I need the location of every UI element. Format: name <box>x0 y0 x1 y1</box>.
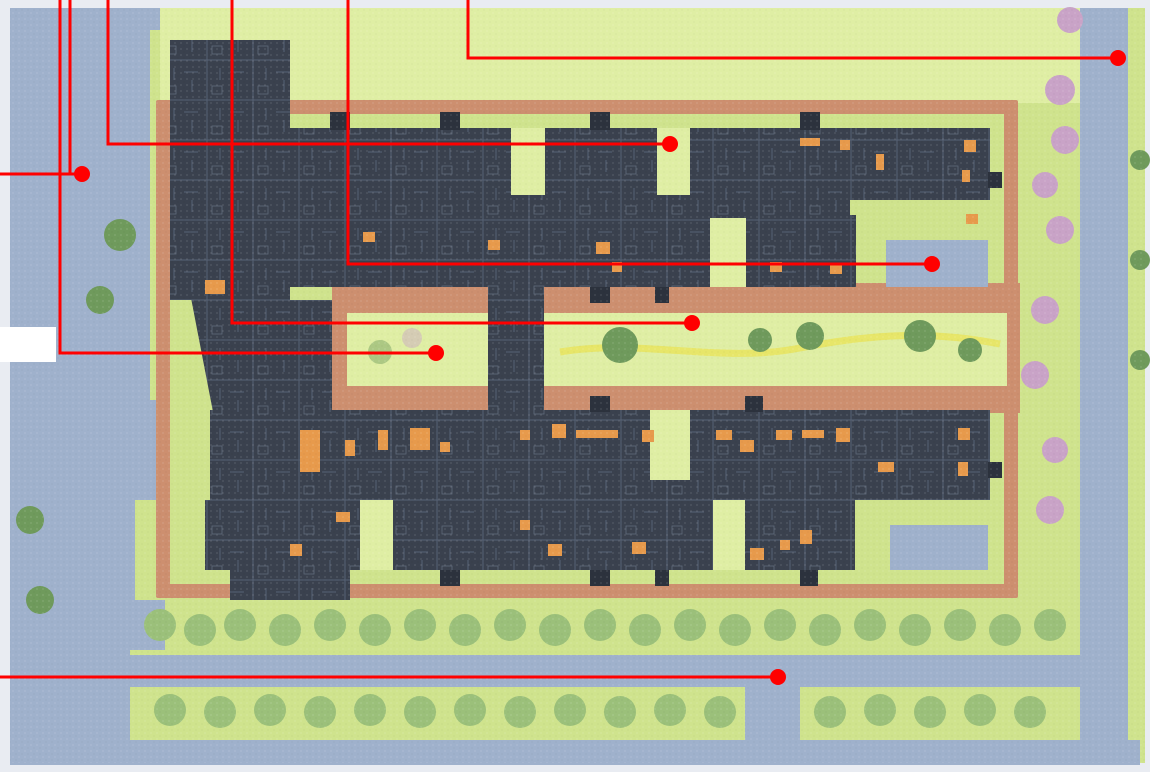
callout-7-dot <box>770 669 786 685</box>
callout-2-leader <box>106 0 670 146</box>
callout-4-dot <box>924 256 940 272</box>
callout-2-dot <box>662 136 678 152</box>
callout-6-leader <box>58 0 436 355</box>
callout-5-dot <box>684 315 700 331</box>
callout-4-leader <box>346 0 932 266</box>
blank-label-box <box>0 327 56 362</box>
grain-overlay <box>10 8 1145 763</box>
callouts <box>0 0 1118 679</box>
callout-1-dot <box>1110 50 1126 66</box>
callout-6-dot <box>428 345 444 361</box>
callout-3-dot <box>74 166 90 182</box>
callout-1-leader <box>466 0 1118 60</box>
callout-5-leader <box>230 0 692 325</box>
callout-dots <box>74 50 1126 685</box>
